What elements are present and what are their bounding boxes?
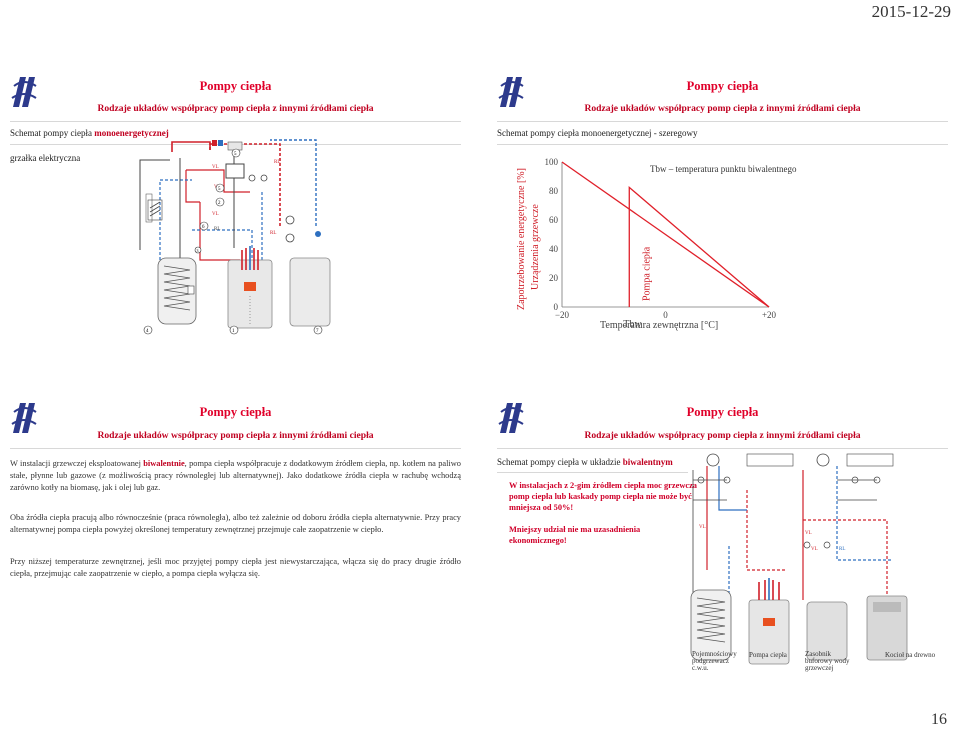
flow-tag: RL <box>274 160 280 165</box>
warning-economic: Mniejszy udział nie ma uzasadnienia ekon… <box>509 525 641 545</box>
tbw-label: Tbw <box>623 319 642 330</box>
marker: 6 <box>202 225 205 230</box>
divider <box>497 144 948 145</box>
slide-title: Pompy ciepła <box>686 405 759 419</box>
paragraph-parallel: Oba źródła ciepła pracują albo równocześ… <box>10 513 461 534</box>
slide-title: Pompy ciepła <box>199 79 272 93</box>
caption-heat-pump: Pompa ciepła <box>749 651 787 659</box>
slide-subtitle: Rodzaje układów współpracy pomp ciepła z… <box>97 430 374 441</box>
x-tick-label: 0 <box>663 310 668 320</box>
flow-tag: RL <box>270 231 276 236</box>
slide2-heading: Schemat pompy ciepła monoenergetycznej -… <box>497 128 698 138</box>
caption-buffer-tank: Zasobnik buforowy wody grzewczej <box>805 650 850 672</box>
heat-pump-line <box>628 185 770 308</box>
slide1-heading: Schemat pompy ciepła monoenergetycznej <box>10 128 169 138</box>
bivalent-point-chart: Zapotrzebowanie energetyczne [%] Urządze… <box>516 157 777 331</box>
marker: 3 <box>197 248 199 253</box>
y-tick-label: 0 <box>554 302 559 312</box>
marker: 7 <box>316 329 319 334</box>
demand-line <box>561 161 770 308</box>
slide-title: Pompy ciepła <box>199 405 272 419</box>
marker: 5 <box>218 187 221 192</box>
marker: 4 <box>146 329 149 334</box>
marker: 1 <box>232 329 235 334</box>
paragraph-alternative: Przy niższej temperaturze zewnętrznej, j… <box>10 557 461 578</box>
x-tick-label: −20 <box>555 310 570 320</box>
page-number: 16 <box>931 711 947 728</box>
y-axis-sublabel: Urządzenia grzewcze <box>530 204 541 290</box>
slide-title: Pompy ciepła <box>686 79 759 93</box>
flow-tag: RL <box>839 547 845 552</box>
divider <box>10 448 461 449</box>
divider <box>497 448 948 449</box>
flow-tag: VL <box>212 212 219 217</box>
slide-subtitle: Rodzaje układów współpracy pomp ciepła z… <box>584 103 861 114</box>
paragraph-bivalent: W instalacji grzewczej eksploatowanej bi… <box>10 459 461 492</box>
y-tick-label: 20 <box>549 273 559 283</box>
slide1-heater-label: grzałka elektryczna <box>10 153 81 163</box>
company-logo-icon <box>498 77 524 107</box>
slide4-heading: Schemat pompy ciepła w układzie biwalent… <box>497 457 673 467</box>
flow-tag: VL <box>699 525 706 530</box>
divider <box>10 121 461 122</box>
slide-2: Pompy ciepła Rodzaje układów współpracy … <box>487 68 958 340</box>
heat-pump-label: Pompa ciepła <box>641 246 652 301</box>
slide-4: Pompy ciepła Rodzaje układów współpracy … <box>487 394 958 672</box>
company-logo-icon <box>11 403 37 433</box>
flow-tag: RL <box>214 227 220 232</box>
caption-dhw-tank: Pojemnościowy podgrzewacz c.w.u. <box>692 650 737 672</box>
flow-tag: VL <box>811 547 818 552</box>
slide-subtitle: Rodzaje układów współpracy pomp ciepła z… <box>584 430 861 441</box>
marker: 5 <box>234 152 237 157</box>
slide-3: Pompy ciepła Rodzaje układów współpracy … <box>0 394 471 666</box>
y-tick-label: 80 <box>549 186 559 196</box>
slide-1: Pompy ciepła Rodzaje układów współpracy … <box>0 68 471 340</box>
x-axis-label: Temperatura zewnętrzna [°C] <box>600 320 718 331</box>
y-axis-label: Zapotrzebowanie energetyczne [%] <box>516 168 527 310</box>
page-date: 2015-12-29 <box>871 2 951 21</box>
company-logo-icon <box>498 403 524 433</box>
divider <box>497 121 948 122</box>
flow-tag: VL <box>805 531 812 536</box>
y-tick-label: 60 <box>549 215 559 225</box>
x-tick-label: +20 <box>762 310 777 320</box>
bivalent-schematic: VL VL VL RL <box>690 453 908 665</box>
warning-min-50: W instalacjach z 2-gim źródłem ciepła mo… <box>509 481 697 512</box>
flow-tag: VL <box>212 165 219 170</box>
caption-wood-boiler: Kocioł na drewno <box>885 651 936 659</box>
slide-subtitle: Rodzaje układów współpracy pomp ciepła z… <box>97 103 374 114</box>
y-tick-label: 100 <box>545 157 559 167</box>
monoenergetic-schematic: VL RL VL RL VL RL 5 5 2 6 4 1 7 3 <box>139 139 331 335</box>
y-tick-label: 40 <box>549 244 559 254</box>
company-logo-icon <box>10 74 38 110</box>
divider <box>497 472 688 473</box>
marker: 2 <box>218 201 221 206</box>
tbw-legend: Tbw – temperatura punktu biwalentnego <box>650 164 797 174</box>
